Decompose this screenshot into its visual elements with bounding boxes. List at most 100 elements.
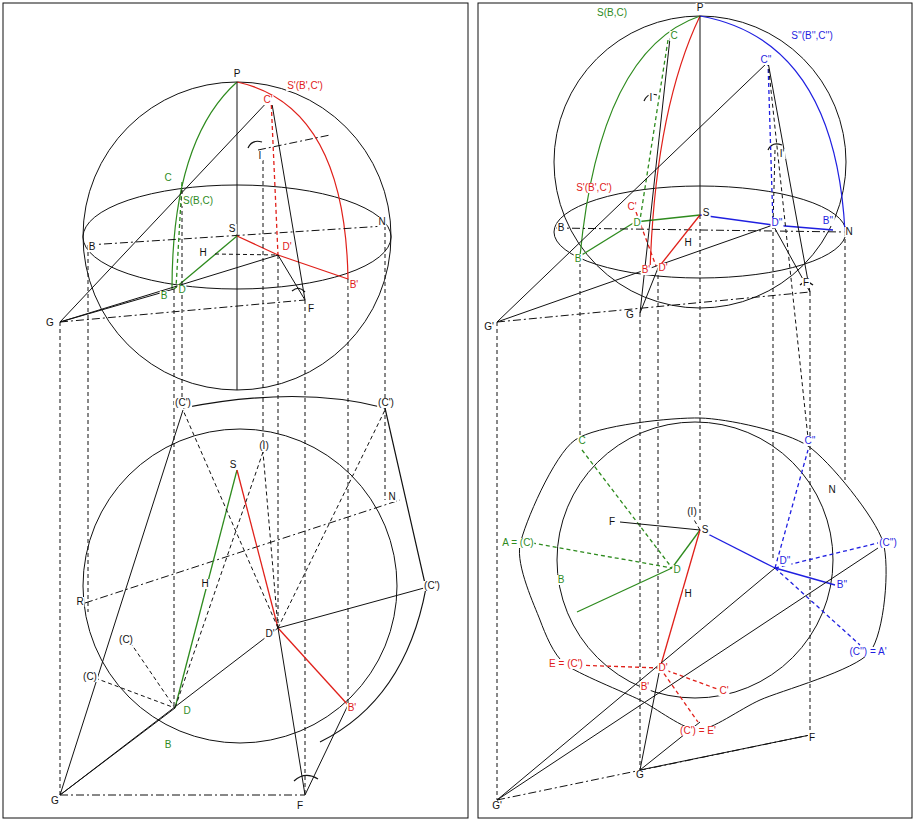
- point-label: I: [649, 93, 654, 103]
- point-label: B': [640, 682, 651, 692]
- construction-line: [640, 40, 668, 220]
- point-label: (C') = E': [679, 726, 717, 736]
- construction-line: [60, 795, 305, 796]
- point-label: I': [779, 149, 786, 159]
- point-label: C': [626, 202, 637, 212]
- construction-line: [174, 236, 237, 289]
- point-label: (C''): [878, 538, 898, 548]
- construction-line: [305, 300, 306, 795]
- point-label: G: [635, 770, 645, 780]
- construction-line: [278, 628, 305, 795]
- construction-line: [263, 160, 264, 445]
- construction-line: [278, 255, 279, 628]
- construction-line: [305, 705, 348, 795]
- point-label: S: [228, 224, 237, 234]
- construction-line: [497, 322, 498, 800]
- construction-line: [693, 518, 700, 530]
- construction-line: [60, 410, 183, 795]
- point-label: S: [229, 460, 238, 470]
- construction-line: [263, 452, 278, 628]
- point-label: (C'') = A': [848, 647, 887, 657]
- point-label: (C'): [377, 398, 395, 408]
- construction-line: [278, 255, 305, 300]
- point-label: B: [160, 291, 169, 301]
- construction-line: [660, 668, 698, 722]
- construction-line: [672, 530, 700, 568]
- point-label: I: [258, 151, 263, 161]
- rotated-outline: [519, 418, 886, 730]
- point-label: (C): [118, 635, 134, 645]
- construction-line: [88, 245, 89, 612]
- sphere-outline: [83, 429, 397, 743]
- panel-frame: [478, 3, 912, 818]
- construction-line: [60, 628, 278, 795]
- construction-line: [640, 313, 641, 770]
- panel-frame: [3, 3, 468, 818]
- construction-line: [845, 232, 846, 480]
- construction-line: [278, 588, 424, 628]
- construction-line: [385, 226, 386, 500]
- point-label: E = (C'): [548, 659, 584, 669]
- point-label: D': [657, 263, 668, 273]
- point-label: S'(B',C'): [575, 183, 613, 193]
- great-circle-arc: [700, 16, 845, 232]
- point-label: C'': [803, 436, 816, 446]
- construction-line: [60, 289, 174, 322]
- point-label: H: [683, 589, 692, 599]
- point-label: B'': [822, 216, 835, 226]
- construction-line: [271, 98, 305, 300]
- point-label: D': [281, 242, 292, 252]
- construction-line: [175, 452, 263, 708]
- point-label: G: [45, 318, 55, 328]
- point-label: B'': [836, 580, 849, 590]
- construction-line: [85, 500, 400, 603]
- point-label: D'': [770, 218, 783, 228]
- construction-line: [577, 568, 672, 612]
- construction-line: [278, 410, 385, 628]
- point-label: G': [483, 322, 495, 332]
- point-label: C: [577, 436, 586, 446]
- construction-line: [215, 254, 278, 255]
- point-label: S(B,C): [182, 196, 214, 206]
- point-label: N: [377, 217, 386, 227]
- point-label: D': [264, 629, 275, 639]
- sphere-outline: [83, 82, 391, 390]
- point-label: A = (C): [501, 538, 534, 548]
- construction-line: [60, 255, 278, 322]
- point-label: H: [683, 238, 692, 248]
- construction-line: [658, 215, 700, 268]
- point-label: C': [718, 686, 729, 696]
- construction-line: [580, 222, 635, 256]
- point-label: N: [844, 227, 853, 237]
- construction-line: [773, 225, 774, 560]
- point-label: B: [557, 575, 566, 585]
- construction-line: [497, 292, 810, 322]
- point-label: C': [262, 95, 273, 105]
- construction-line: [183, 410, 278, 628]
- construction-line: [640, 668, 660, 770]
- sphere-outline: [557, 422, 833, 698]
- construction-line: [497, 62, 768, 322]
- construction-line: [810, 292, 811, 735]
- construction-line: [237, 236, 278, 255]
- point-label: G: [50, 796, 60, 806]
- point-label: D: [632, 218, 641, 228]
- point-label: F: [296, 801, 304, 811]
- point-label: F: [808, 733, 816, 743]
- point-label: (I): [258, 441, 269, 451]
- construction-line: [130, 642, 175, 708]
- point-label: B: [557, 223, 566, 233]
- great-circle-arc: [580, 16, 700, 256]
- construction-line: [700, 16, 701, 215]
- point-label: C: [669, 31, 678, 41]
- point-label: B': [347, 703, 358, 713]
- point-label: (C): [82, 672, 98, 682]
- construction-line: [658, 268, 659, 660]
- construction-line: [620, 522, 700, 530]
- construction-line: [640, 735, 810, 770]
- point-label: (C'): [174, 398, 192, 408]
- point-label: G: [625, 310, 635, 320]
- construction-line: [640, 38, 670, 313]
- point-label: S: [701, 525, 710, 535]
